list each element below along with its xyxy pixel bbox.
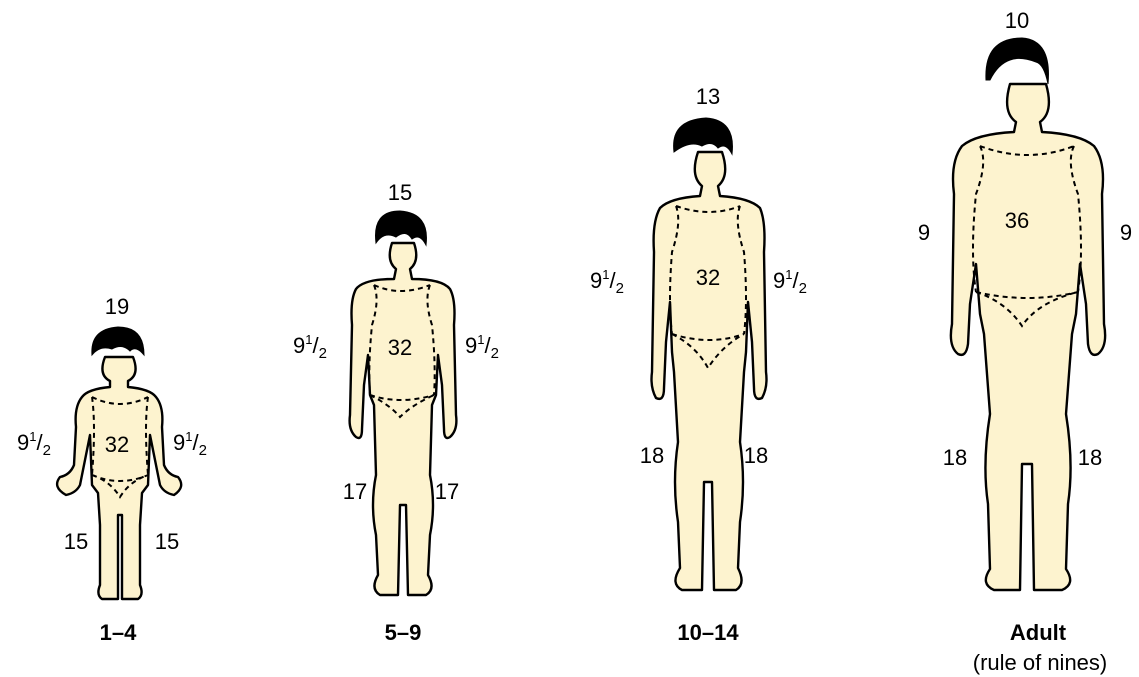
arm-left-value-10-14: 91/2 [590, 268, 624, 296]
leg-left-value-10-14: 18 [640, 445, 664, 467]
trunk-value-10-14: 32 [696, 267, 720, 289]
leg-right-value-10-14: 18 [744, 445, 768, 467]
age-caption-1-4: 1–4 [100, 620, 137, 646]
age-subcaption-adult: (rule of nines) [973, 650, 1108, 676]
age-caption-adult: Adult [1010, 620, 1066, 646]
head-value-10-14: 13 [696, 86, 720, 108]
head-value-5-9: 15 [388, 182, 412, 204]
body-figure-10-14 [640, 112, 780, 602]
leg-left-value-adult: 18 [943, 447, 967, 469]
body-figure-5-9 [340, 205, 470, 605]
leg-right-value-adult: 18 [1078, 447, 1102, 469]
arm-right-value-5-9: 91/2 [465, 333, 499, 361]
arm-left-value-5-9: 91/2 [293, 333, 327, 361]
body-figure-adult [940, 34, 1120, 596]
leg-left-value-1-4: 15 [64, 531, 88, 553]
arm-left-value-adult: 9 [918, 222, 930, 244]
arm-right-value-1-4: 91/2 [173, 430, 207, 458]
leg-right-value-5-9: 17 [435, 481, 459, 503]
age-caption-10-14: 10–14 [677, 620, 738, 646]
trunk-value-1-4: 32 [105, 434, 129, 456]
head-value-adult: 10 [1005, 10, 1029, 32]
trunk-value-5-9: 32 [388, 337, 412, 359]
age-caption-5-9: 5–9 [385, 620, 422, 646]
arm-right-value-10-14: 91/2 [773, 268, 807, 296]
arm-left-value-1-4: 91/2 [17, 430, 51, 458]
leg-right-value-1-4: 15 [155, 531, 179, 553]
leg-left-value-5-9: 17 [343, 481, 367, 503]
arm-right-value-adult: 9 [1120, 222, 1132, 244]
body-figure-1-4 [40, 315, 190, 610]
trunk-value-adult: 36 [1005, 210, 1029, 232]
head-value-1-4: 19 [105, 296, 129, 318]
